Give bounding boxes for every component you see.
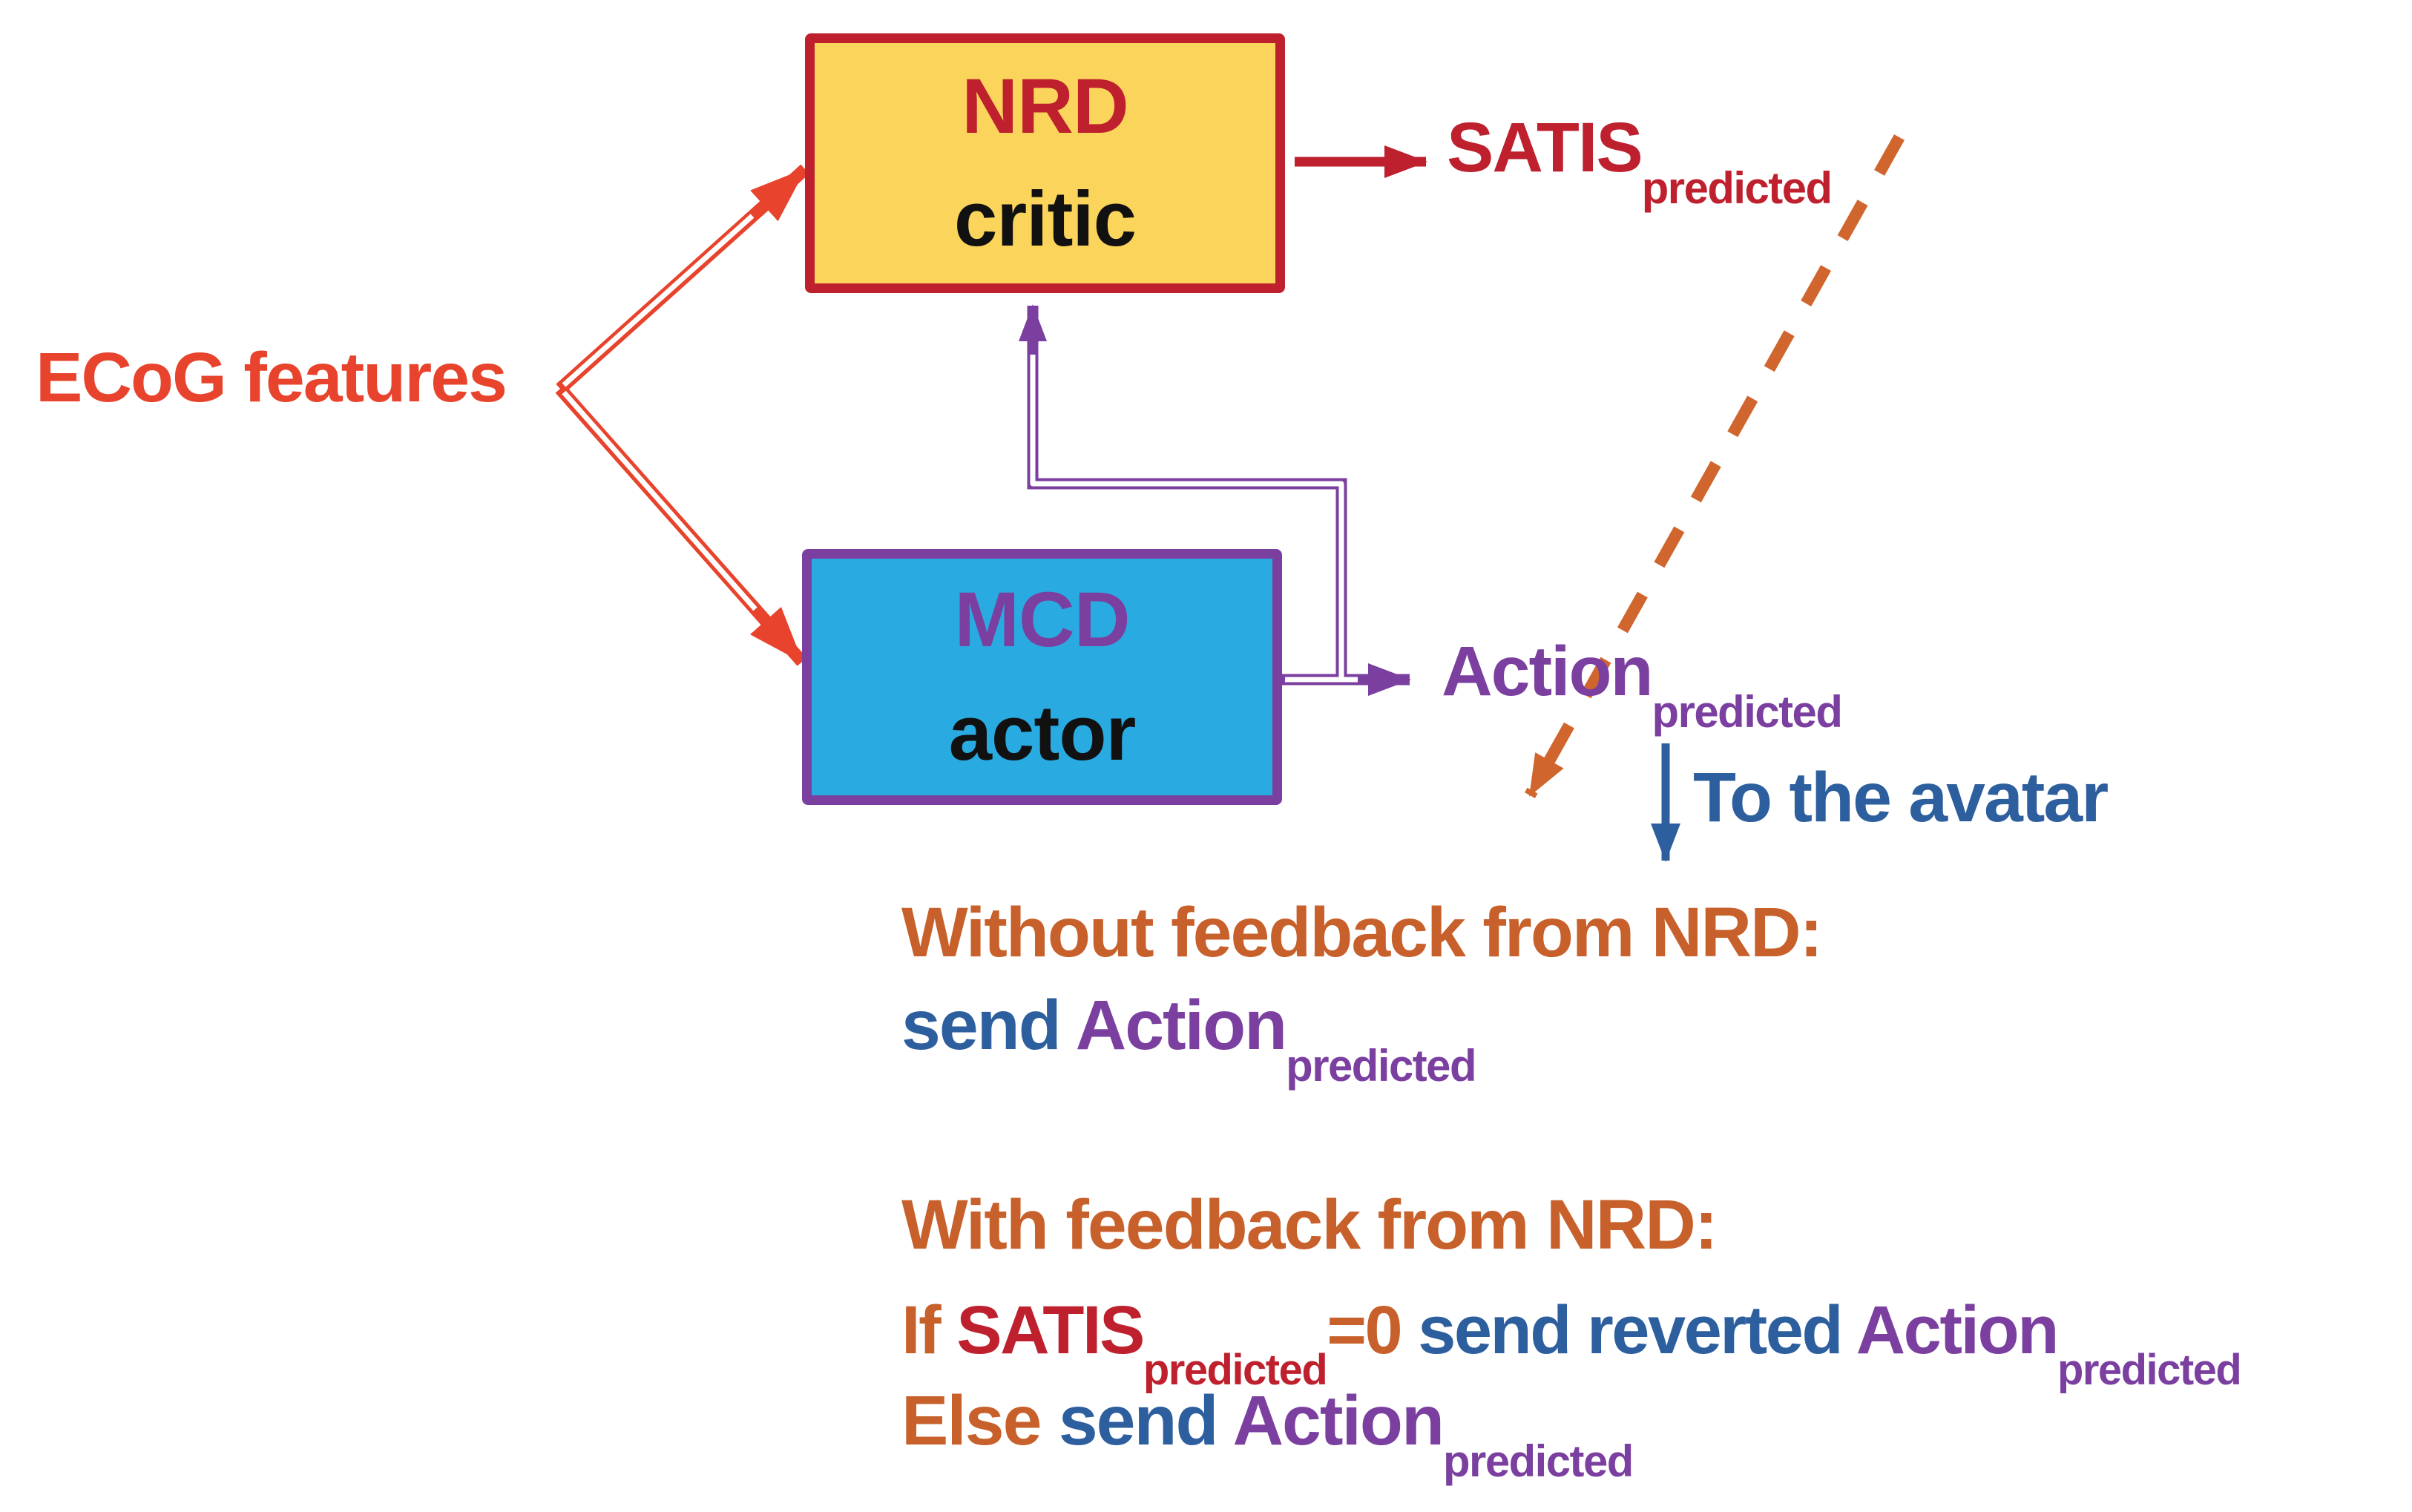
action-word-subscript: predicted bbox=[1286, 1041, 1476, 1091]
mcd-title: MCD bbox=[954, 576, 1130, 664]
else-send-word: send bbox=[1058, 1381, 1233, 1460]
satis-feedback-dashed-arrow bbox=[1525, 134, 1905, 798]
if-satis-word: SATIS bbox=[956, 1292, 1145, 1368]
else-action-subscript: predicted bbox=[1442, 1436, 1634, 1487]
action-word: Action bbox=[1075, 986, 1288, 1065]
else-send-line: Else send Actionpredicted bbox=[901, 1386, 1634, 1484]
satis-base: SATIS bbox=[1447, 108, 1643, 187]
mcd-to-nrd-feedback-arrow-core bbox=[1030, 355, 1344, 680]
if-satis-line: If SATISpredicted=0 send reverted Action… bbox=[901, 1296, 2242, 1392]
ecog-to-mcd-arrow-core bbox=[562, 390, 758, 611]
without-feedback-send-line: send Actionpredicted bbox=[901, 990, 1476, 1088]
nrd-role: critic bbox=[954, 176, 1137, 263]
with-feedback-heading: With feedback from NRD: bbox=[901, 1190, 1718, 1260]
without-feedback-heading-text: Without feedback from NRD: bbox=[901, 893, 1823, 972]
if-action-subscript: predicted bbox=[2057, 1346, 2242, 1394]
to-the-avatar-label: To the avatar bbox=[1693, 763, 2109, 833]
satis-subscript: predicted bbox=[1641, 163, 1833, 214]
if-action-word: Action bbox=[1856, 1292, 2060, 1368]
send-reverted-words: send reverted bbox=[1418, 1292, 1856, 1368]
action-predicted-label: Actionpredicted bbox=[1442, 637, 1843, 734]
to-the-avatar-text: To the avatar bbox=[1693, 758, 2109, 837]
without-feedback-heading: Without feedback from NRD: bbox=[901, 898, 1823, 968]
with-feedback-heading-text: With feedback from NRD: bbox=[901, 1186, 1718, 1264]
satis-predicted-label: SATISpredicted bbox=[1447, 113, 1833, 211]
mcd-actor-box: MCD actor bbox=[802, 549, 1282, 805]
equals-zero: =0 bbox=[1327, 1292, 1419, 1368]
send-word: send bbox=[901, 986, 1076, 1065]
action-subscript: predicted bbox=[1652, 687, 1843, 737]
action-base: Action bbox=[1442, 632, 1654, 711]
else-action-word: Action bbox=[1232, 1381, 1445, 1460]
nrd-title: NRD bbox=[962, 62, 1128, 150]
ecog-to-nrd-arrow-core bbox=[562, 214, 755, 387]
ecog-features-text: ECoG features bbox=[36, 338, 507, 417]
else-word: Else bbox=[901, 1381, 1059, 1460]
mcd-role: actor bbox=[948, 689, 1137, 777]
ecog-features-label: ECoG features bbox=[36, 343, 507, 413]
if-word: If bbox=[901, 1292, 957, 1368]
nrd-critic-box: NRD critic bbox=[805, 33, 1285, 293]
if-satis-subscript: predicted bbox=[1143, 1346, 1328, 1394]
